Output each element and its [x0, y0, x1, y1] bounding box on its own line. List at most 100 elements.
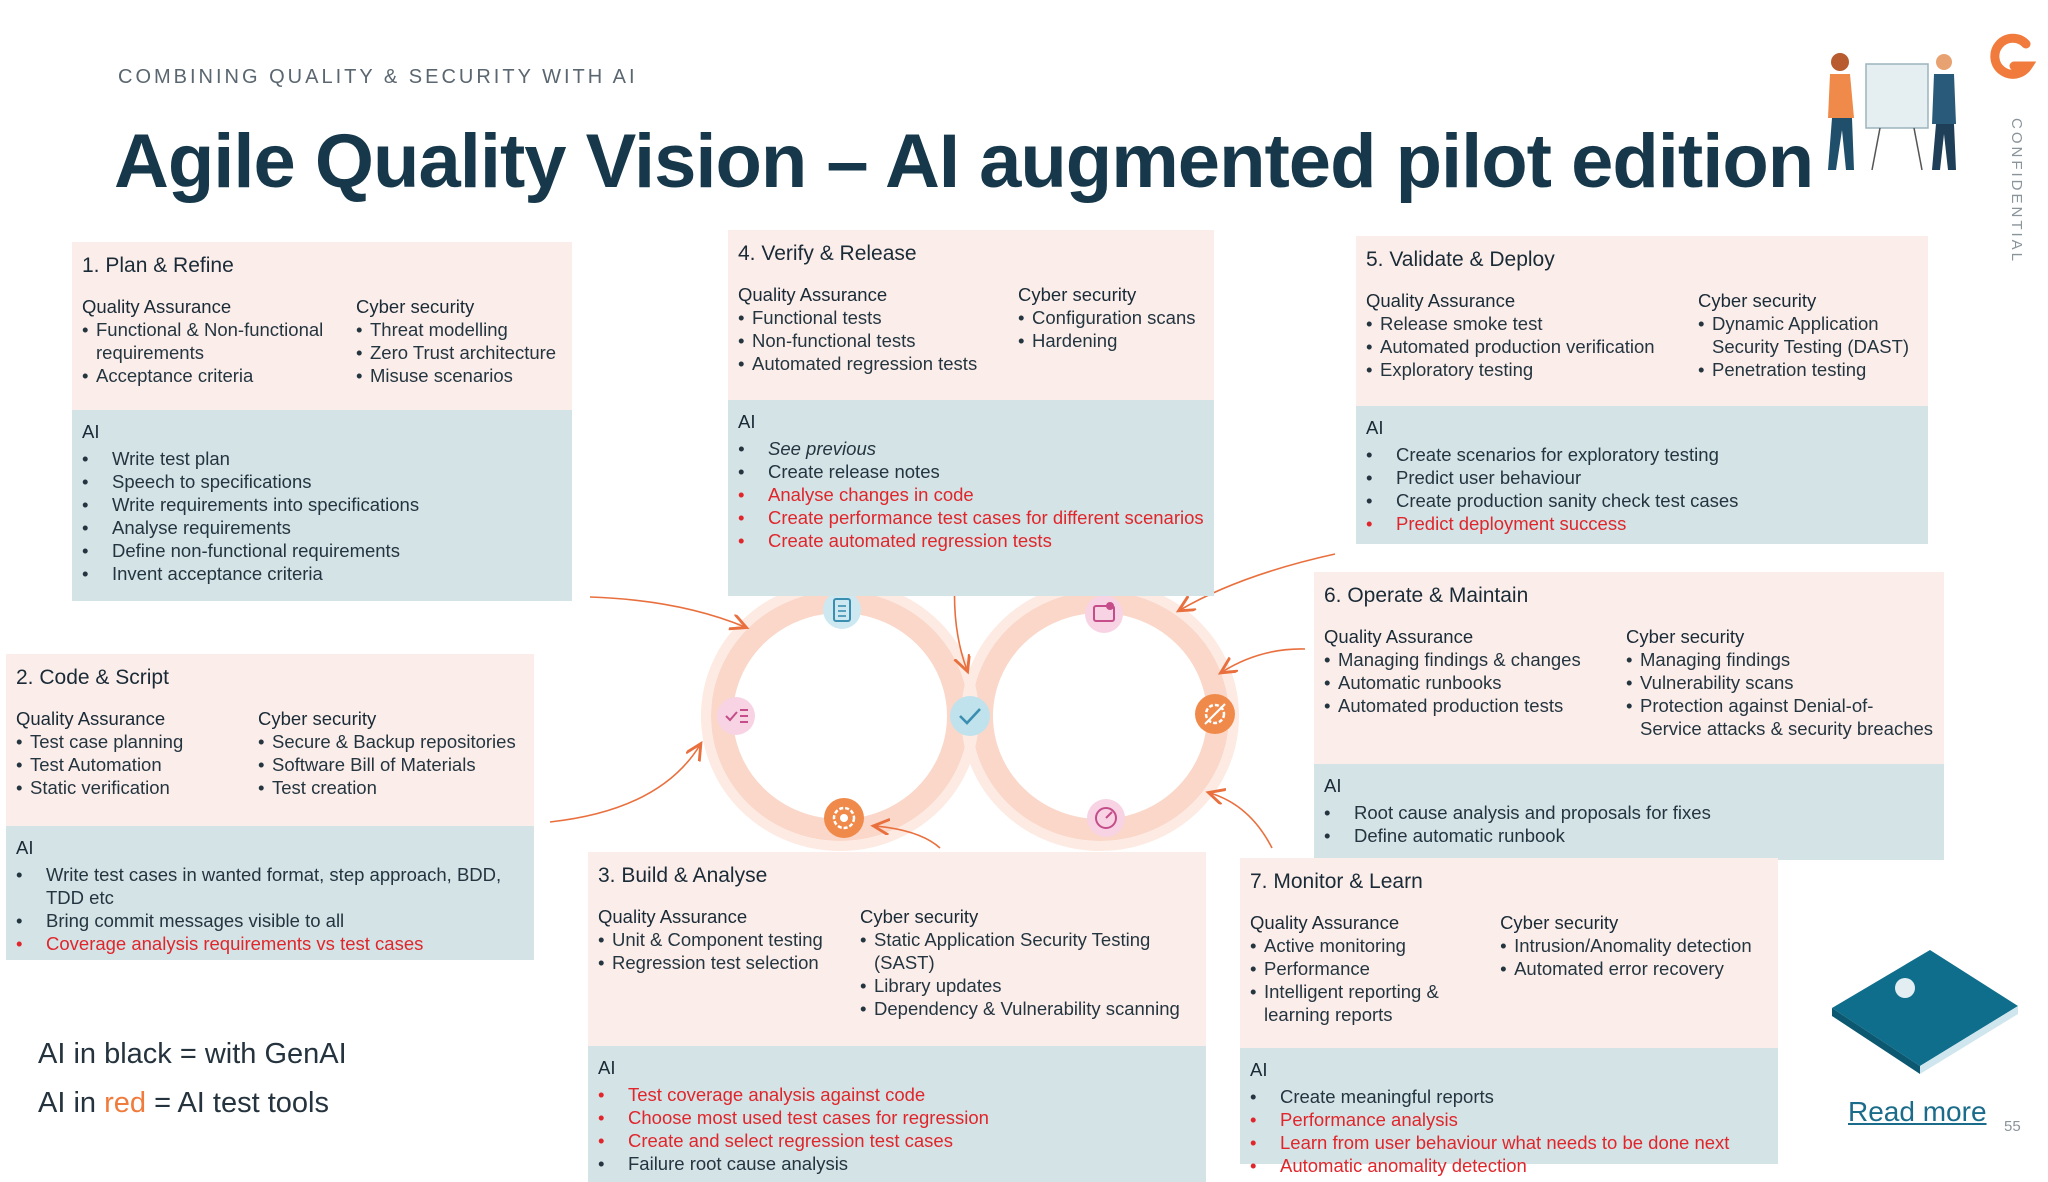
cs-item: Managing findings — [1626, 648, 1934, 671]
cs-label: Cyber security — [1626, 626, 1745, 647]
ai-item: Create automated regression tests — [738, 529, 1204, 552]
qa-item: Regression test selection — [598, 951, 860, 974]
ai-label: AI — [1324, 775, 1342, 796]
arrow-monitor-to-cycle — [1210, 793, 1273, 849]
qa-item: Automated production verification — [1366, 335, 1698, 358]
ai-item: Create performance test cases for differ… — [738, 506, 1204, 529]
ai-item: Automatic anomality detection — [1250, 1154, 1768, 1177]
qa-item: Automated regression tests — [738, 352, 1018, 375]
ai-list: See previousCreate release notesAnalyse … — [738, 437, 1204, 552]
cs-item: Library updates — [860, 974, 1180, 997]
cs-item: Dynamic Application Security Testing (DA… — [1698, 312, 1918, 358]
ai-label: AI — [738, 411, 756, 432]
ai-item: Performance analysis — [1250, 1108, 1768, 1131]
ai-list: Test coverage analysis against codeChoos… — [598, 1083, 1196, 1175]
legend-tools-suffix: = AI test tools — [146, 1087, 329, 1119]
ai-item: Define non-functional requirements — [82, 539, 562, 562]
legend-test-tools: AI in red = AI test tools — [38, 1087, 329, 1120]
box-monitor-title: 7. Monitor & Learn — [1250, 870, 1423, 893]
ai-label: AI — [1250, 1059, 1268, 1080]
box-verify-title: 4. Verify & Release — [738, 242, 917, 265]
qa-item: Acceptance criteria — [82, 364, 356, 387]
qa-item: Automated production tests — [1324, 694, 1626, 717]
ai-item: Choose most used test cases for regressi… — [598, 1106, 1196, 1129]
ai-item: Coverage analysis requirements vs test c… — [16, 932, 524, 955]
ai-item: See previous — [738, 437, 1204, 460]
cs-item: Intrusion/Anomality detection — [1500, 934, 1768, 957]
qa-item: Active monitoring — [1250, 934, 1500, 957]
qa-item: Release smoke test — [1366, 312, 1698, 335]
qa-label: Quality Assurance — [1366, 290, 1516, 311]
legend-tools-prefix: AI in — [38, 1087, 105, 1119]
ai-item: Write test plan — [82, 447, 562, 470]
qa-item: Exploratory testing — [1366, 358, 1698, 381]
verify-stage-icon — [950, 696, 990, 736]
box-monitor: 7. Monitor & Learn Quality Assurance Act… — [1240, 858, 1778, 1176]
ai-list: Write test planSpeech to specificationsW… — [82, 447, 562, 585]
ai-list: Create scenarios for exploratory testing… — [1366, 443, 1918, 535]
ai-label: AI — [16, 837, 34, 858]
ai-item: Create and select regression test cases — [598, 1129, 1196, 1152]
arrow-operate-to-cycle — [1222, 648, 1306, 672]
ai-item: Predict user behaviour — [1366, 466, 1918, 489]
ai-item: Speech to specifications — [82, 470, 562, 493]
cs-item: Static Application Security Testing (SAS… — [860, 928, 1180, 974]
ai-item: Define automatic runbook — [1324, 824, 1934, 847]
legend-genai: AI in black = with GenAI — [38, 1038, 347, 1071]
legend-genai-label: AI in black = — [38, 1038, 205, 1070]
cs-item: Vulnerability scans — [1626, 671, 1934, 694]
ai-item: Analyse changes in code — [738, 483, 1204, 506]
ai-item: Bring commit messages visible to all — [16, 909, 524, 932]
cs-label: Cyber security — [1500, 912, 1619, 933]
qa-item: Non-functional tests — [738, 329, 1018, 352]
ai-list: Create meaningful reportsPerformance ana… — [1250, 1085, 1768, 1177]
box-operate: 6. Operate & Maintain Quality Assurance … — [1314, 572, 1944, 860]
plan-stage-icon — [823, 591, 861, 629]
box-operate-title: 6. Operate & Maintain — [1324, 584, 1529, 607]
qa-item: Static verification — [16, 776, 258, 799]
cs-item: Protection against Denial-of-Service att… — [1626, 694, 1934, 740]
box-build: 3. Build & Analyse Quality Assurance Uni… — [588, 852, 1206, 1182]
cs-label: Cyber security — [1018, 284, 1137, 305]
ai-item: Create scenarios for exploratory testing — [1366, 443, 1918, 466]
qa-item: Test Automation — [16, 753, 258, 776]
qa-item: Test case planning — [16, 730, 258, 753]
devops-infinity-diagram — [549, 53, 2018, 1074]
qa-item: Functional tests — [738, 306, 1018, 329]
qa-item: Unit & Component testing — [598, 928, 860, 951]
code-stage-icon — [717, 697, 755, 735]
arrow-validate-to-cycle — [1180, 553, 1336, 610]
box-plan-title: 1. Plan & Refine — [82, 254, 234, 277]
ai-item: Root cause analysis and proposals for fi… — [1324, 801, 1934, 824]
ai-item: Invent acceptance criteria — [82, 562, 562, 585]
monitor-stage-icon — [1087, 799, 1125, 837]
qa-item: Intelligent reporting & learning reports — [1250, 980, 1500, 1026]
qa-item: Automatic runbooks — [1324, 671, 1626, 694]
operate-stage-icon — [1195, 694, 1235, 734]
cs-item: Zero Trust architecture — [356, 341, 556, 364]
ai-item: Create meaningful reports — [1250, 1085, 1768, 1108]
qa-label: Quality Assurance — [1324, 626, 1474, 647]
ai-item: Create release notes — [738, 460, 1204, 483]
ai-item: Write test cases in wanted format, step … — [16, 863, 524, 909]
qa-label: Quality Assurance — [16, 708, 166, 729]
cs-item: Automated error recovery — [1500, 957, 1768, 980]
box-verify: 4. Verify & Release Quality Assurance Fu… — [728, 230, 1214, 596]
read-more-link[interactable]: Read more — [1848, 1096, 1987, 1127]
left-loop — [711, 591, 969, 841]
page-number: 55 — [2004, 1118, 2021, 1135]
qa-label: Quality Assurance — [598, 906, 748, 927]
cs-item: Dependency & Vulnerability scanning — [860, 997, 1180, 1020]
ai-item: Learn from user behaviour what needs to … — [1250, 1131, 1768, 1154]
cs-label: Cyber security — [356, 296, 475, 317]
confidential-label: CONFIDENTIAL — [2008, 118, 2025, 265]
cs-item: Secure & Backup repositories — [258, 730, 516, 753]
cs-label: Cyber security — [258, 708, 377, 729]
box-validate-title: 5. Validate & Deploy — [1366, 248, 1555, 271]
build-stage-icon — [824, 798, 864, 838]
eyebrow-text: COMBINING QUALITY & SECURITY WITH AI — [118, 66, 638, 88]
box-code-title: 2. Code & Script — [16, 666, 169, 689]
cs-item: Software Bill of Materials — [258, 753, 516, 776]
legend-red-word: red — [104, 1087, 147, 1119]
ai-item: Predict deployment success — [1366, 512, 1918, 535]
